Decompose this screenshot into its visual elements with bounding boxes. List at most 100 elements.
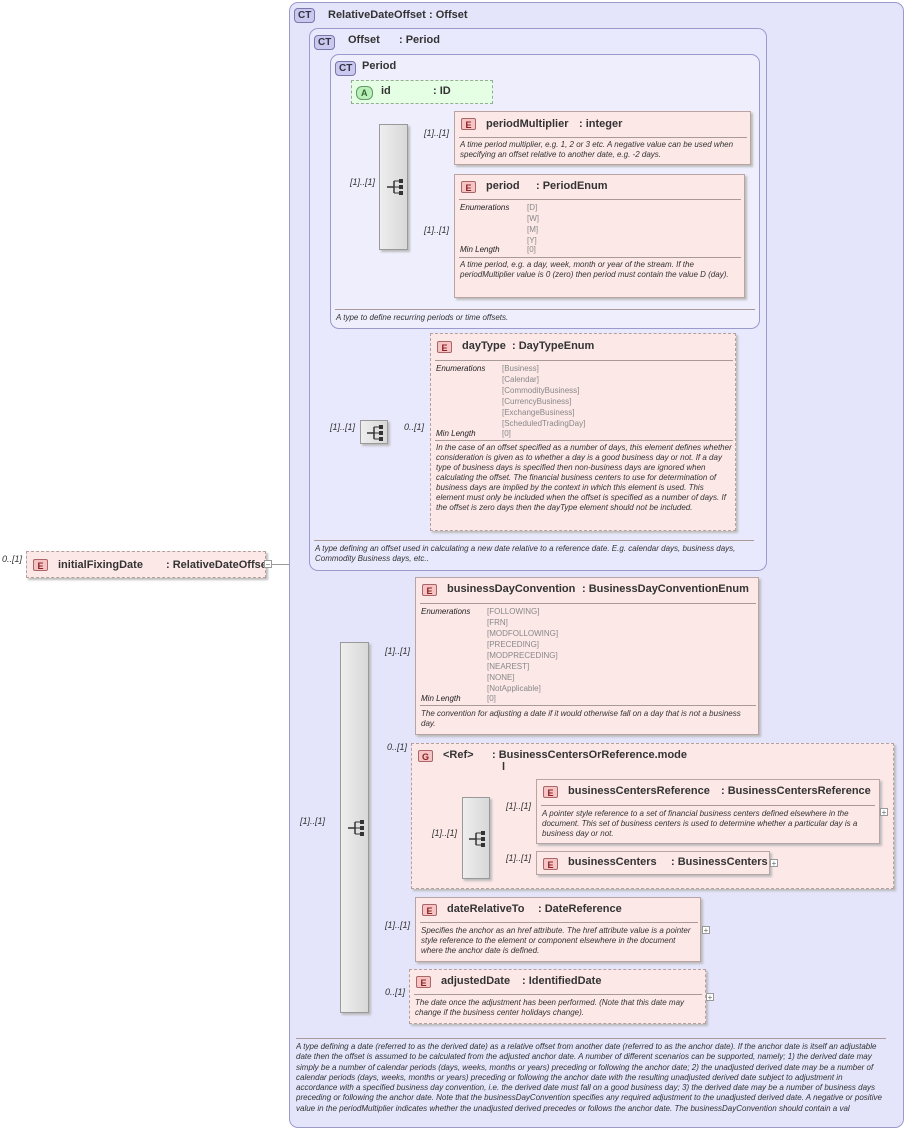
sequence-icon [387,179,403,195]
business-centers-element[interactable]: E businessCenters : BusinessCenters [536,851,770,875]
enum-value: [MODPRECEDING] [487,651,558,660]
element-name: dayType [462,340,506,352]
element-name: periodMultiplier [486,118,569,130]
initial-fixing-date-element[interactable]: E initialFixingDate : RelativeDateOffset [26,551,271,578]
enum-value: [NONE] [487,673,515,682]
type-base: : Period [399,34,440,46]
expand-toggle[interactable]: + [702,926,710,935]
type-name: Period [362,60,397,72]
enum-value: [CurrencyBusiness] [502,397,572,406]
divider [435,360,733,361]
id-attribute[interactable]: A id : ID [351,80,493,104]
enumerations-label: Enumerations [421,607,471,616]
min-length-value: [0] [487,694,496,703]
collapse-toggle[interactable]: − [264,560,272,569]
element-badge: E [33,559,48,571]
enum-value: [FRN] [487,618,508,627]
period-element[interactable]: E period : PeriodEnum Enumerations [D] [… [454,174,745,298]
date-relative-to-element[interactable]: E dateRelativeTo : DateReference Specifi… [415,897,701,962]
min-length-value: [0] [502,429,511,438]
sequence-compositor[interactable] [379,124,408,250]
type-name: Offset [348,34,380,46]
choice-compositor[interactable] [462,797,490,879]
element-type: : DateReference [538,903,622,915]
element-documentation: A pointer style reference to a set of fi… [542,809,858,838]
attribute-type: : ID [433,85,451,97]
sequence-cardinality: [1]..[1] [300,816,326,826]
enum-value: [D] [527,203,538,212]
min-length-label: Min Length [421,694,461,703]
enumeration-values: [FOLLOWING] [FRN] [MODFOLLOWING] [PRECED… [487,606,558,694]
adjusted-date-element[interactable]: E adjustedDate : IdentifiedDate The date… [409,969,706,1024]
element-type: : IdentifiedDate [522,975,602,987]
element-badge: E [461,181,476,193]
type-name: RelativeDateOffset [328,9,426,21]
min-length-label: Min Length [436,429,476,438]
enumeration-values: [Business] [Calendar] [CommodityBusiness… [502,363,585,429]
element-name: adjustedDate [441,975,511,987]
element-type: : PeriodEnum [536,180,608,192]
group-cardinality: 0..[1] [387,742,408,752]
ct-badge: CT [335,61,357,76]
expand-toggle[interactable]: + [880,808,888,817]
element-cardinality: [1]..[1] [506,801,532,811]
enum-value: [Business] [502,364,539,373]
min-length-value: [0] [527,245,536,254]
group-type: : BusinessCentersOrReference.mode [492,749,688,761]
enum-value: [ExchangeBusiness] [502,408,575,417]
divider [435,440,733,441]
enum-value: [Y] [527,236,537,245]
element-name: dateRelativeTo [447,903,525,915]
sequence-icon [367,425,383,441]
divider [459,257,741,258]
element-documentation: A time period, e.g. a day, week, month o… [460,260,729,279]
type-documentation: A type defining an offset used in calcul… [315,544,736,563]
enum-value: [M] [527,225,539,234]
business-centers-reference-element[interactable]: E businessCentersReference : BusinessCen… [536,779,880,844]
sequence-compositor[interactable] [360,420,388,444]
group-badge: G [418,750,433,762]
element-cardinality: 0..[1] [385,987,406,997]
element-cardinality: [1]..[1] [385,646,411,656]
ct-badge: CT [294,8,316,23]
element-badge: E [416,976,431,988]
enumerations-label: Enumerations [460,203,510,212]
element-documentation: The convention for adjusting a date if i… [421,709,741,728]
enum-value: [CommodityBusiness] [502,386,580,395]
divider [335,309,755,310]
sequence-cardinality: [1]..[1] [330,422,356,432]
sequence-compositor[interactable] [340,642,369,1013]
element-name: businessCenters [568,856,657,868]
element-name: initialFixingDate [58,559,143,571]
element-badge: E [422,584,437,596]
enum-value: [MODFOLLOWING] [487,629,559,638]
expand-toggle[interactable]: + [706,993,714,1002]
enumerations-label: Enumerations [436,364,486,373]
root-cardinality: 0..[1] [2,554,23,564]
divider [314,540,754,541]
business-day-convention-element[interactable]: E businessDayConvention : BusinessDayCon… [415,577,759,735]
day-type-element[interactable]: E dayType : DayTypeEnum Enumerations [Bu… [430,333,736,531]
element-type: : BusinessCentersReference [721,785,871,797]
period-multiplier-element[interactable]: E periodMultiplier : integer A time peri… [454,111,751,165]
element-cardinality: 0..[1] [404,422,425,432]
type-documentation: A type to define recurring periods or ti… [336,313,509,322]
group-name: <Ref> [443,749,474,761]
attribute-name: id [381,85,391,97]
type-base: : Offset [429,9,468,21]
element-documentation: Specifies the anchor as an href attribut… [421,926,691,955]
min-length-label: Min Length [460,245,500,254]
ct-badge: CT [314,35,336,50]
element-documentation: A time period multiplier, e.g. 1, 2 or 3… [460,140,734,159]
enum-value: [ScheduledTradingDay] [502,419,586,428]
divider [459,199,741,200]
element-documentation: In the case of an offset specified as a … [436,443,732,512]
element-type: : integer [579,118,623,130]
connector [266,564,298,565]
element-cardinality: [1]..[1] [424,225,450,235]
element-name: period [486,180,520,192]
enum-value: [NEAREST] [487,662,530,671]
element-badge: E [422,904,437,916]
expand-toggle[interactable]: + [770,859,778,868]
attribute-badge: A [356,86,373,100]
